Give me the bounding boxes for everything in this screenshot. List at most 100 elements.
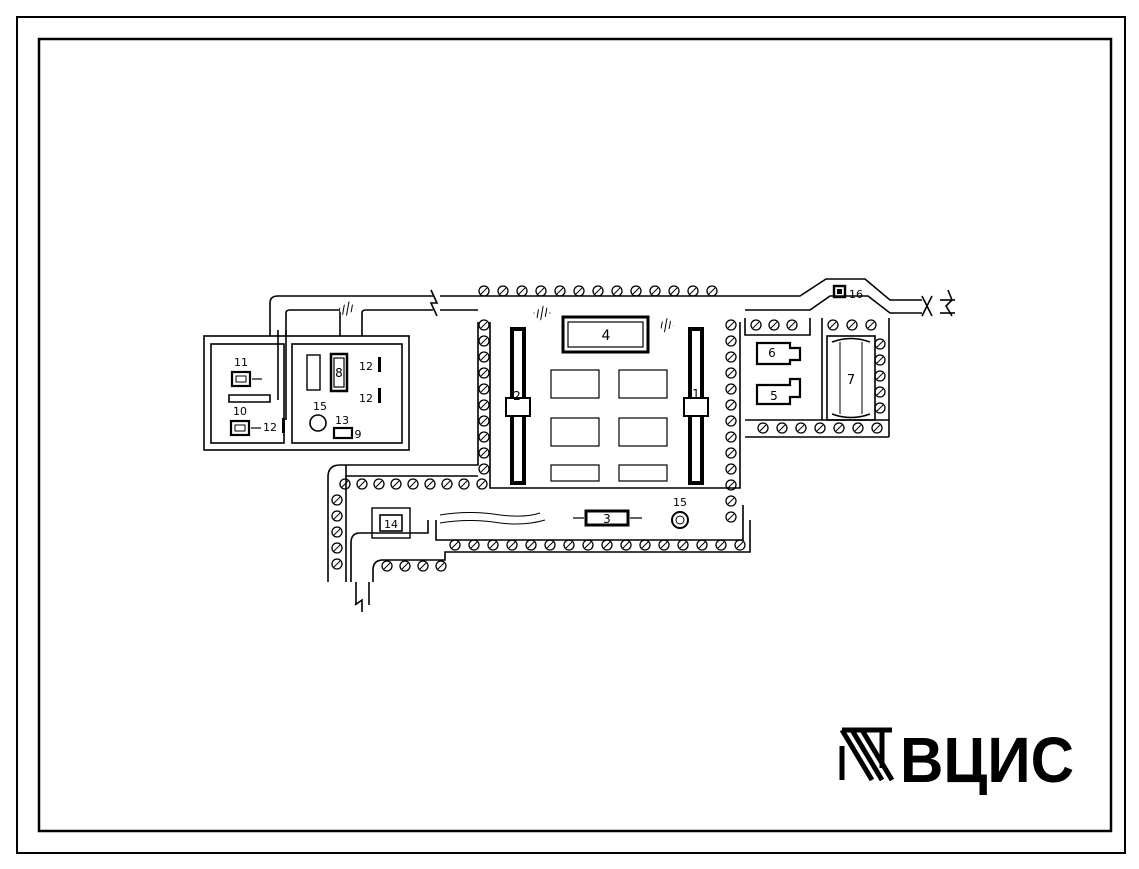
tree-circle-icon bbox=[506, 539, 518, 551]
tree-circle-icon bbox=[497, 285, 509, 297]
tree-circle-icon bbox=[620, 539, 632, 551]
tree-stroke bbox=[527, 541, 535, 549]
marker-12: 12 12 12 bbox=[263, 357, 381, 434]
tree-stroke bbox=[660, 541, 668, 549]
building-2-label: 2 bbox=[513, 389, 521, 403]
tree-circle-icon bbox=[750, 319, 762, 331]
tree-stroke bbox=[556, 287, 564, 295]
tree-circle-icon bbox=[468, 539, 480, 551]
tree-circle-icon bbox=[331, 510, 343, 522]
tree-stroke bbox=[499, 287, 507, 295]
tree-stroke bbox=[584, 541, 592, 549]
tree-stroke bbox=[480, 385, 488, 393]
tree-circle-icon bbox=[339, 478, 351, 490]
tree-circle-icon bbox=[478, 335, 490, 347]
tree-stroke bbox=[689, 287, 697, 295]
tree-circle-icon bbox=[725, 399, 737, 411]
tree-stroke bbox=[727, 385, 735, 393]
tree-stroke bbox=[679, 541, 687, 549]
tree-circle-icon bbox=[601, 539, 613, 551]
outer-frame bbox=[16, 16, 1126, 854]
building-6: 6 bbox=[755, 341, 802, 366]
tree-circle-icon bbox=[487, 539, 499, 551]
tree-stroke bbox=[698, 541, 706, 549]
tree-stroke bbox=[508, 541, 516, 549]
vncs-seal-icon: ВЦИС bbox=[839, 724, 1074, 796]
tree-stroke bbox=[848, 321, 856, 329]
tree-stroke bbox=[708, 287, 716, 295]
tree-stroke bbox=[727, 369, 735, 377]
tree-circle-icon bbox=[525, 539, 537, 551]
tree-stroke bbox=[575, 287, 583, 295]
tree-stroke bbox=[480, 321, 488, 329]
logo-text: ВЦИС bbox=[900, 724, 1074, 796]
tree-circle-icon bbox=[725, 511, 737, 523]
tree-circle-icon bbox=[725, 367, 737, 379]
tree-stroke bbox=[333, 496, 341, 504]
tree-circle-icon bbox=[611, 285, 623, 297]
tree-stroke bbox=[770, 321, 778, 329]
tree-stroke bbox=[727, 353, 735, 361]
tree-circle-icon bbox=[725, 383, 737, 395]
tree-rows bbox=[331, 285, 886, 572]
building-3: 3 bbox=[573, 509, 642, 527]
building-2: 2 bbox=[505, 327, 531, 485]
tree-circle-icon bbox=[725, 431, 737, 443]
tree-circle-icon bbox=[407, 478, 419, 490]
tree-circle-icon bbox=[535, 285, 547, 297]
tree-circle-icon bbox=[725, 495, 737, 507]
building-14-label: 14 bbox=[384, 518, 398, 531]
tree-circle-icon bbox=[399, 560, 411, 572]
building-8-label: 8 bbox=[335, 366, 343, 380]
building-5-label: 5 bbox=[770, 389, 778, 403]
tree-stroke bbox=[358, 480, 366, 488]
tree-stroke bbox=[727, 337, 735, 345]
well-15b-label: 15 bbox=[673, 496, 687, 509]
building-4-label: 4 bbox=[602, 328, 611, 344]
tree-circle-icon bbox=[776, 422, 788, 434]
building-1: 1 bbox=[683, 327, 709, 485]
tree-circle-icon bbox=[476, 478, 488, 490]
tree-circle-icon bbox=[331, 494, 343, 506]
tree-stroke bbox=[537, 287, 545, 295]
tree-stroke bbox=[489, 541, 497, 549]
tree-stroke bbox=[480, 401, 488, 409]
tree-circle-icon bbox=[478, 285, 490, 297]
tree-stroke bbox=[333, 528, 341, 536]
tree-circle-icon bbox=[865, 319, 877, 331]
tree-circle-icon bbox=[331, 542, 343, 554]
tree-stroke bbox=[437, 562, 445, 570]
tree-stroke bbox=[375, 480, 383, 488]
tree-circle-icon bbox=[757, 422, 769, 434]
tree-circle-icon bbox=[725, 351, 737, 363]
tree-circle-icon bbox=[715, 539, 727, 551]
open-plots bbox=[550, 369, 668, 482]
tree-stroke bbox=[419, 562, 427, 570]
tree-stroke bbox=[876, 388, 884, 396]
tree-circle-icon bbox=[516, 285, 528, 297]
tree-circle-icon bbox=[668, 285, 680, 297]
tree-stroke bbox=[333, 560, 341, 568]
tree-stroke bbox=[460, 480, 468, 488]
tree-circle-icon bbox=[331, 526, 343, 538]
tree-stroke bbox=[727, 513, 735, 521]
tree-circle-icon bbox=[424, 478, 436, 490]
tree-circle-icon bbox=[478, 463, 490, 475]
building-11: 11 bbox=[230, 356, 262, 388]
tree-circle-icon bbox=[592, 285, 604, 297]
tree-stroke bbox=[480, 287, 488, 295]
tree-circle-icon bbox=[554, 285, 566, 297]
tree-stroke bbox=[797, 424, 805, 432]
marker-12b-label: 12 bbox=[359, 392, 373, 405]
break-icon bbox=[354, 289, 953, 612]
tree-stroke bbox=[613, 287, 621, 295]
building-14: 14 bbox=[371, 507, 411, 539]
tree-stroke bbox=[341, 480, 349, 488]
building-6-label: 6 bbox=[768, 346, 776, 360]
tree-stroke bbox=[480, 433, 488, 441]
tree-stroke bbox=[409, 480, 417, 488]
tree-circle-icon bbox=[795, 422, 807, 434]
tree-stroke bbox=[603, 541, 611, 549]
tree-stroke bbox=[727, 497, 735, 505]
